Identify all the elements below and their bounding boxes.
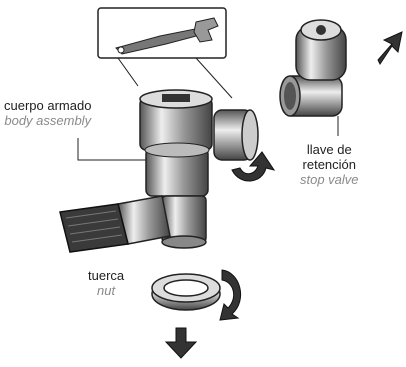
wrench-callout — [97, 7, 233, 99]
nut-label-es: tuerca — [88, 268, 125, 283]
body-assembly-drawing — [59, 89, 259, 253]
down-arrow-icon — [164, 327, 198, 359]
up-right-arrow-icon — [377, 31, 403, 65]
body-assembly-label-en: body assembly — [4, 113, 92, 128]
rotate-arrow-icon — [219, 269, 242, 321]
body-assembly-leader — [77, 138, 146, 161]
nut-label-en: nut — [97, 283, 116, 298]
stop-valve-drawing — [279, 19, 347, 117]
body-assembly-label-es: cuerpo armado — [4, 98, 92, 113]
stop-valve-label-en: stop valve — [300, 172, 359, 187]
body-assembly-label: cuerpo armado body assembly — [4, 98, 91, 128]
stop-valve-label-es-2: retención — [302, 157, 357, 172]
wrench-icon — [115, 17, 219, 55]
nut-drawing — [151, 273, 221, 311]
stop-valve-label: llave de retención stop valve — [300, 142, 359, 187]
nut-label: tuerca nut — [88, 268, 124, 298]
rotate-arrow-icon — [231, 151, 276, 182]
stop-valve-label-es-1: llave de — [306, 142, 352, 157]
